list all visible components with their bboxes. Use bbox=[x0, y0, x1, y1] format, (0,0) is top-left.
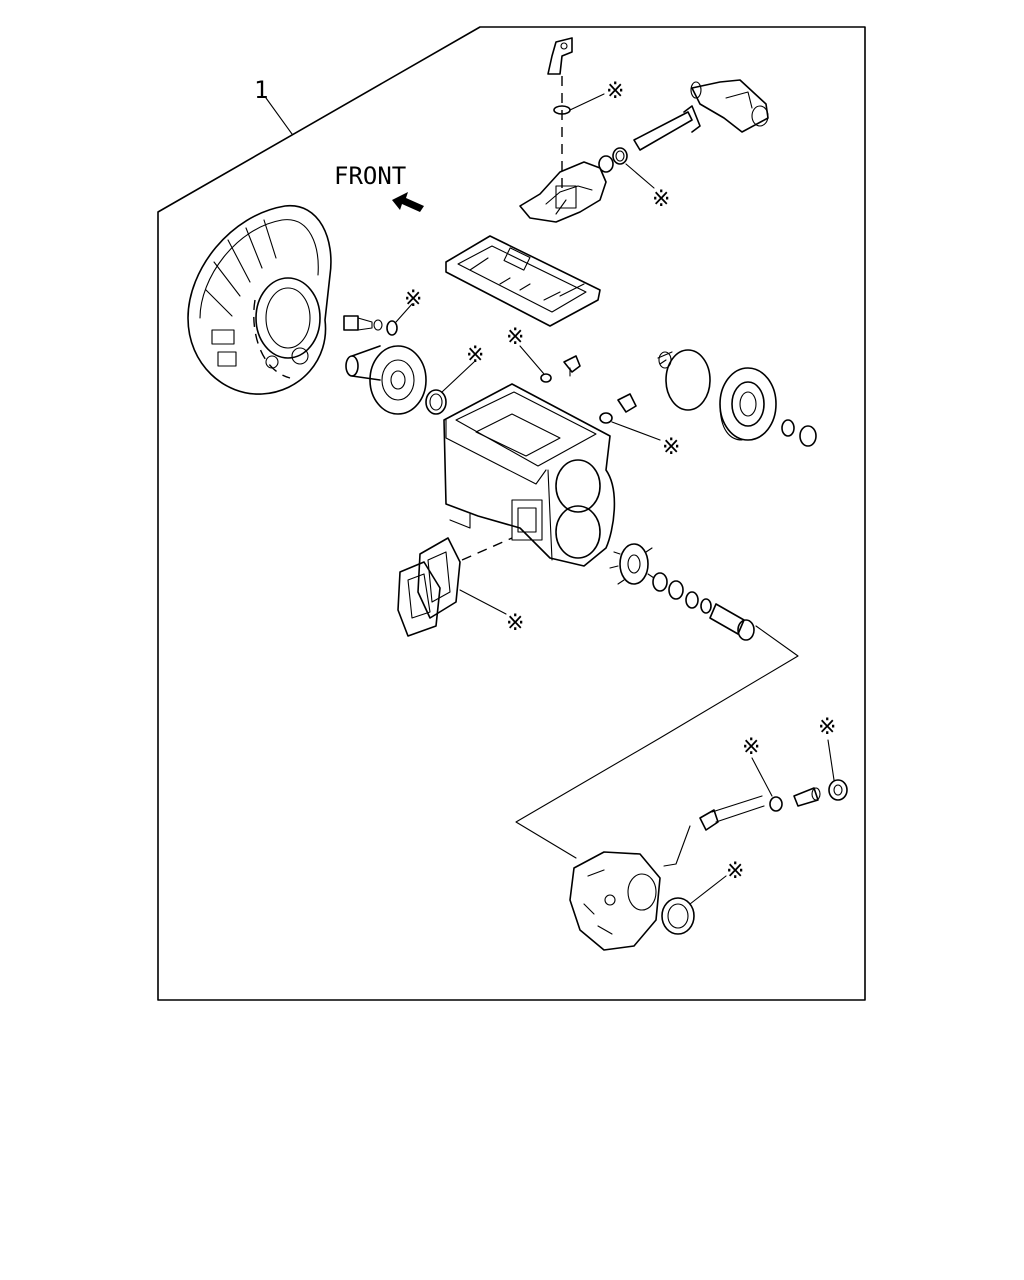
seal-marker-shift-rings: ※ bbox=[625, 163, 670, 212]
idler-shaft bbox=[709, 603, 755, 641]
breather-plug bbox=[599, 393, 637, 424]
transmission-case bbox=[443, 383, 616, 567]
speedometer-leader bbox=[663, 825, 691, 867]
side-cover-leader bbox=[461, 537, 513, 561]
drain-plug bbox=[563, 355, 581, 377]
svg-text:※: ※ bbox=[742, 735, 760, 760]
seal-marker-drain-washer: ※ bbox=[506, 325, 545, 375]
drain-washer bbox=[540, 373, 552, 383]
shift-control-cylinder bbox=[690, 79, 769, 133]
seal-marker-speedo-o-ring: ※ bbox=[742, 735, 773, 797]
clutch-housing bbox=[187, 205, 332, 395]
idler-spacers bbox=[652, 572, 712, 614]
rear-flange bbox=[657, 349, 711, 411]
front-label: FRONT bbox=[334, 162, 406, 190]
seal-marker-extension-seal: ※ bbox=[689, 859, 744, 905]
svg-text:※: ※ bbox=[662, 435, 680, 460]
svg-text:※: ※ bbox=[818, 715, 836, 740]
shift-housing bbox=[519, 161, 607, 223]
shift-seal-rings bbox=[598, 147, 628, 173]
svg-text:※: ※ bbox=[606, 79, 624, 104]
shift-shaft bbox=[633, 105, 701, 151]
svg-text:※: ※ bbox=[404, 287, 422, 312]
input-oil-seal bbox=[425, 389, 447, 415]
side-cover-gasket bbox=[397, 537, 461, 637]
speedometer-shaft bbox=[699, 795, 765, 831]
extension-oil-seal bbox=[661, 897, 695, 935]
svg-text:※: ※ bbox=[506, 611, 524, 636]
seal-marker-speedo-sleeve: ※ bbox=[818, 715, 836, 781]
svg-text:※: ※ bbox=[466, 343, 484, 368]
rear-washers bbox=[781, 419, 817, 447]
seal-marker-shift-washer: ※ bbox=[569, 79, 624, 111]
bearing-retainer bbox=[345, 345, 427, 415]
top-cover bbox=[445, 235, 601, 327]
extension-housing bbox=[569, 851, 661, 951]
idler-shaft-leader bbox=[515, 625, 799, 859]
shift-lever-bracket bbox=[547, 37, 573, 75]
seal-marker-retainer-bolt: ※ bbox=[395, 287, 422, 323]
callout-number-1: 1 bbox=[254, 76, 268, 104]
svg-text:※: ※ bbox=[652, 187, 670, 212]
kit-border bbox=[157, 26, 866, 1001]
speedometer-o-ring bbox=[769, 796, 783, 812]
idler-gear bbox=[609, 543, 655, 585]
seal-marker-input-seal: ※ bbox=[441, 343, 484, 393]
seal-marker-side-gasket: ※ bbox=[459, 589, 524, 636]
rear-bearing bbox=[719, 367, 777, 441]
retainer-bolt bbox=[343, 315, 398, 336]
front-arrow-icon bbox=[392, 192, 424, 212]
callout-leader-1 bbox=[265, 97, 293, 135]
speedometer-driven-gear bbox=[793, 787, 821, 807]
svg-text:※: ※ bbox=[726, 859, 744, 884]
seal-marker-breather: ※ bbox=[611, 421, 680, 460]
speedometer-sleeve bbox=[828, 779, 848, 801]
svg-text:※: ※ bbox=[506, 325, 524, 350]
